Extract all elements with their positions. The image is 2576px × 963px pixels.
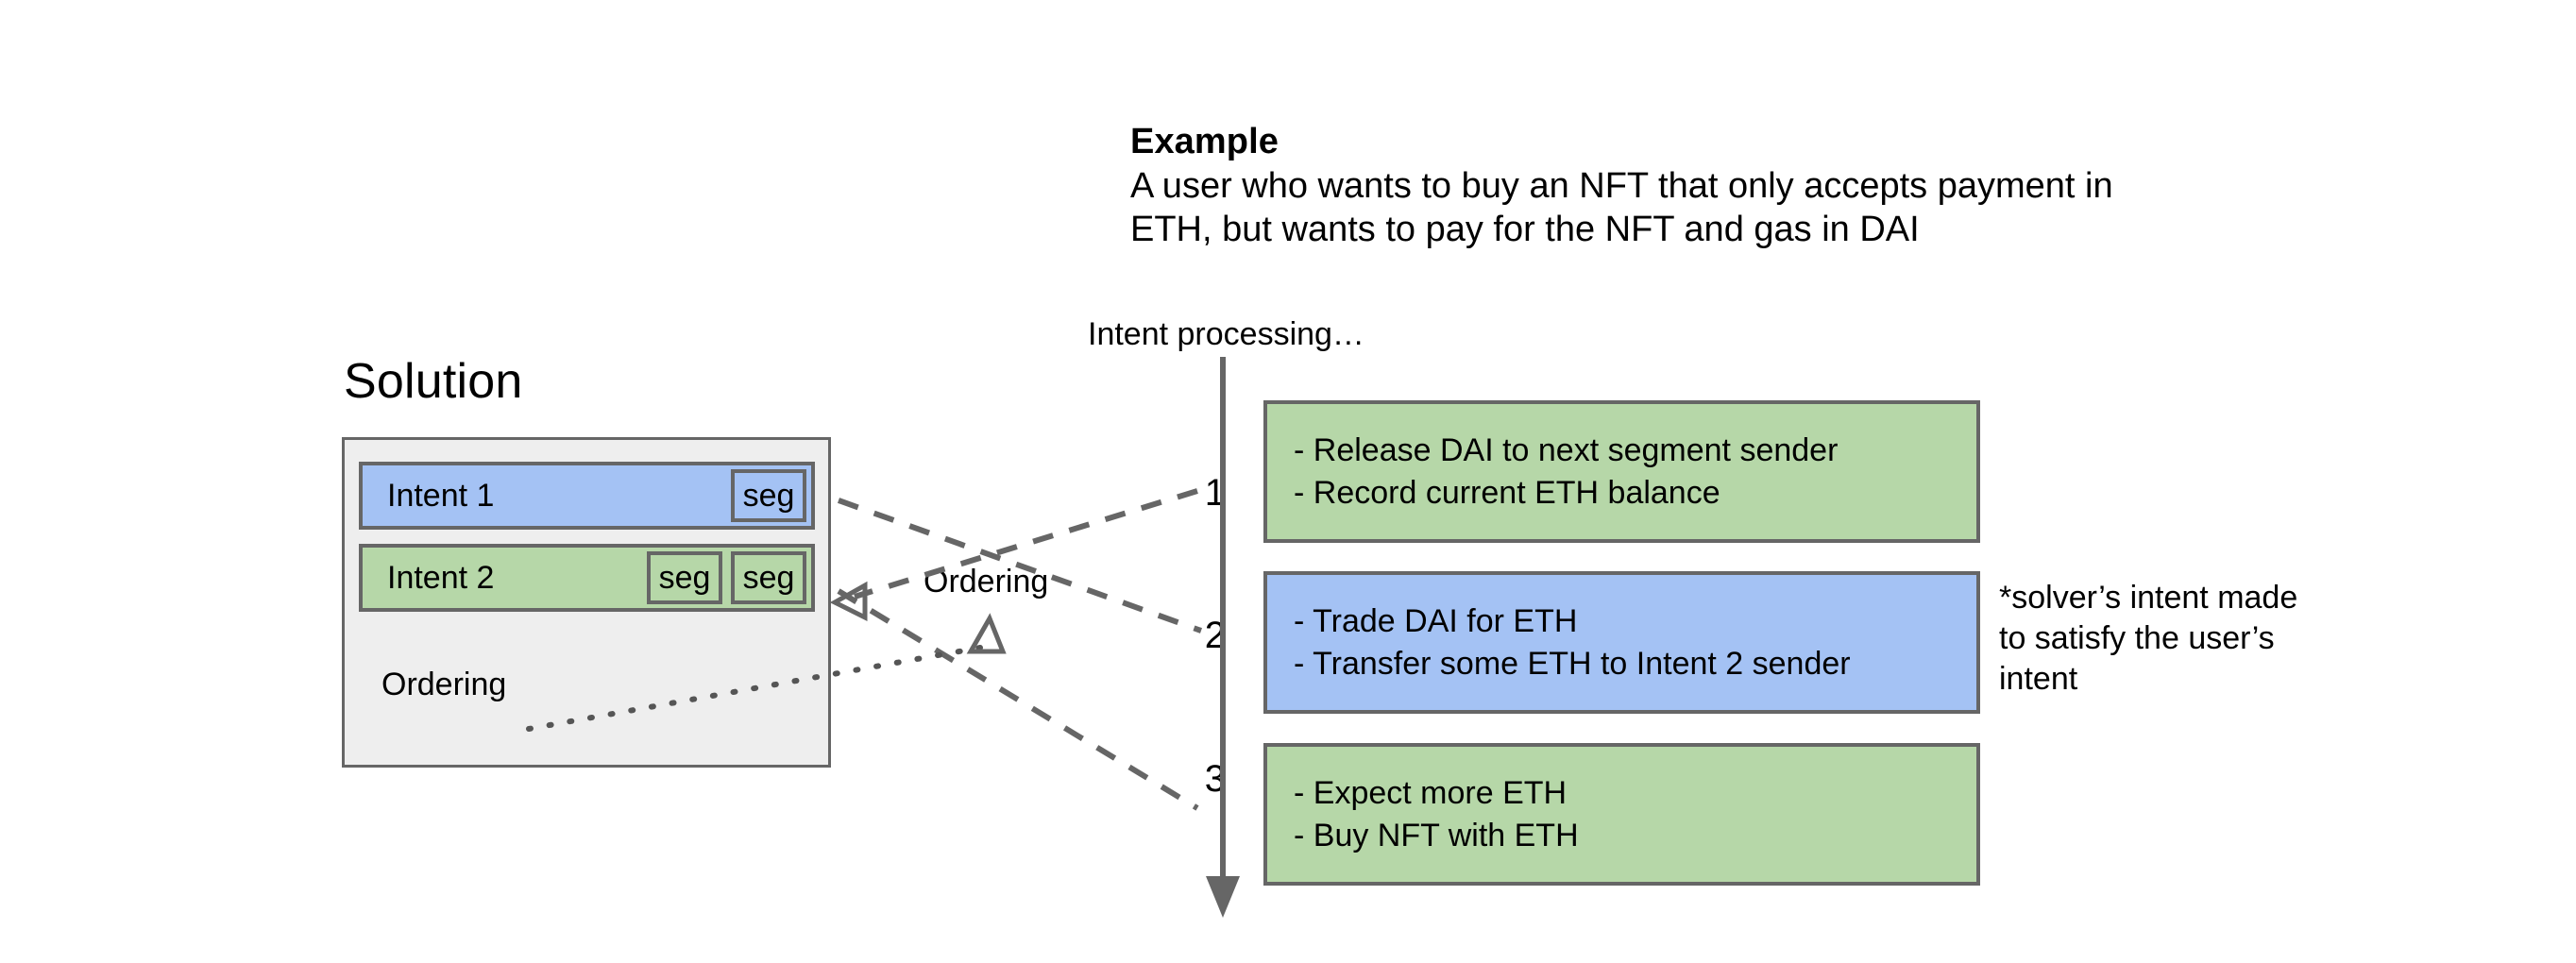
step-2-line-1: - Trade DAI for ETH <box>1294 602 1578 639</box>
example-block: Example A user who wants to buy an NFT t… <box>1130 121 2188 252</box>
intent-1-label: Intent 1 <box>387 477 495 514</box>
step-number-1: 1 <box>1204 472 1226 514</box>
ordering-caption: Ordering <box>924 564 1049 600</box>
step-box-1[interactable]: - Release DAI to next segment sender - R… <box>1263 400 1980 543</box>
step-number-2: 2 <box>1204 615 1226 656</box>
example-title: Example <box>1130 122 1280 161</box>
solver-intent-note: *solver’s intent made to satisfy the use… <box>1999 580 2298 697</box>
intent-2-segment-2[interactable]: seg <box>731 551 806 604</box>
intent-1-segment-1[interactable]: seg <box>731 469 806 522</box>
step-3-line-1: - Expect more ETH <box>1294 774 1568 811</box>
step-box-2[interactable]: - Trade DAI for ETH - Transfer some ETH … <box>1263 571 1980 714</box>
step-2-line-2: - Transfer some ETH to Intent 2 sender <box>1294 645 1851 682</box>
intent-row-2[interactable]: Intent 2 seg seg <box>359 544 815 612</box>
solution-ordering-label: Ordering <box>381 667 507 702</box>
step-1-line-1: - Release DAI to next segment sender <box>1294 431 1839 468</box>
intent-row-1[interactable]: Intent 1 seg <box>359 462 815 530</box>
intent-processing-heading: Intent processing… <box>1088 316 1364 352</box>
example-description: A user who wants to buy an NFT that only… <box>1130 165 2113 249</box>
intent-2-segment-1[interactable]: seg <box>647 551 722 604</box>
solution-box: Intent 1 seg Intent 2 seg seg Ordering <box>342 437 831 768</box>
step-3-line-2: - Buy NFT with ETH <box>1294 817 1579 853</box>
step-number-3: 3 <box>1204 758 1226 800</box>
connector-intent2-to-step3 <box>837 588 1199 811</box>
step-1-line-2: - Record current ETH balance <box>1294 474 1720 511</box>
intent-2-label: Intent 2 <box>387 559 495 596</box>
step-box-3[interactable]: - Expect more ETH - Buy NFT with ETH <box>1263 743 1980 886</box>
solution-title: Solution <box>344 354 523 409</box>
